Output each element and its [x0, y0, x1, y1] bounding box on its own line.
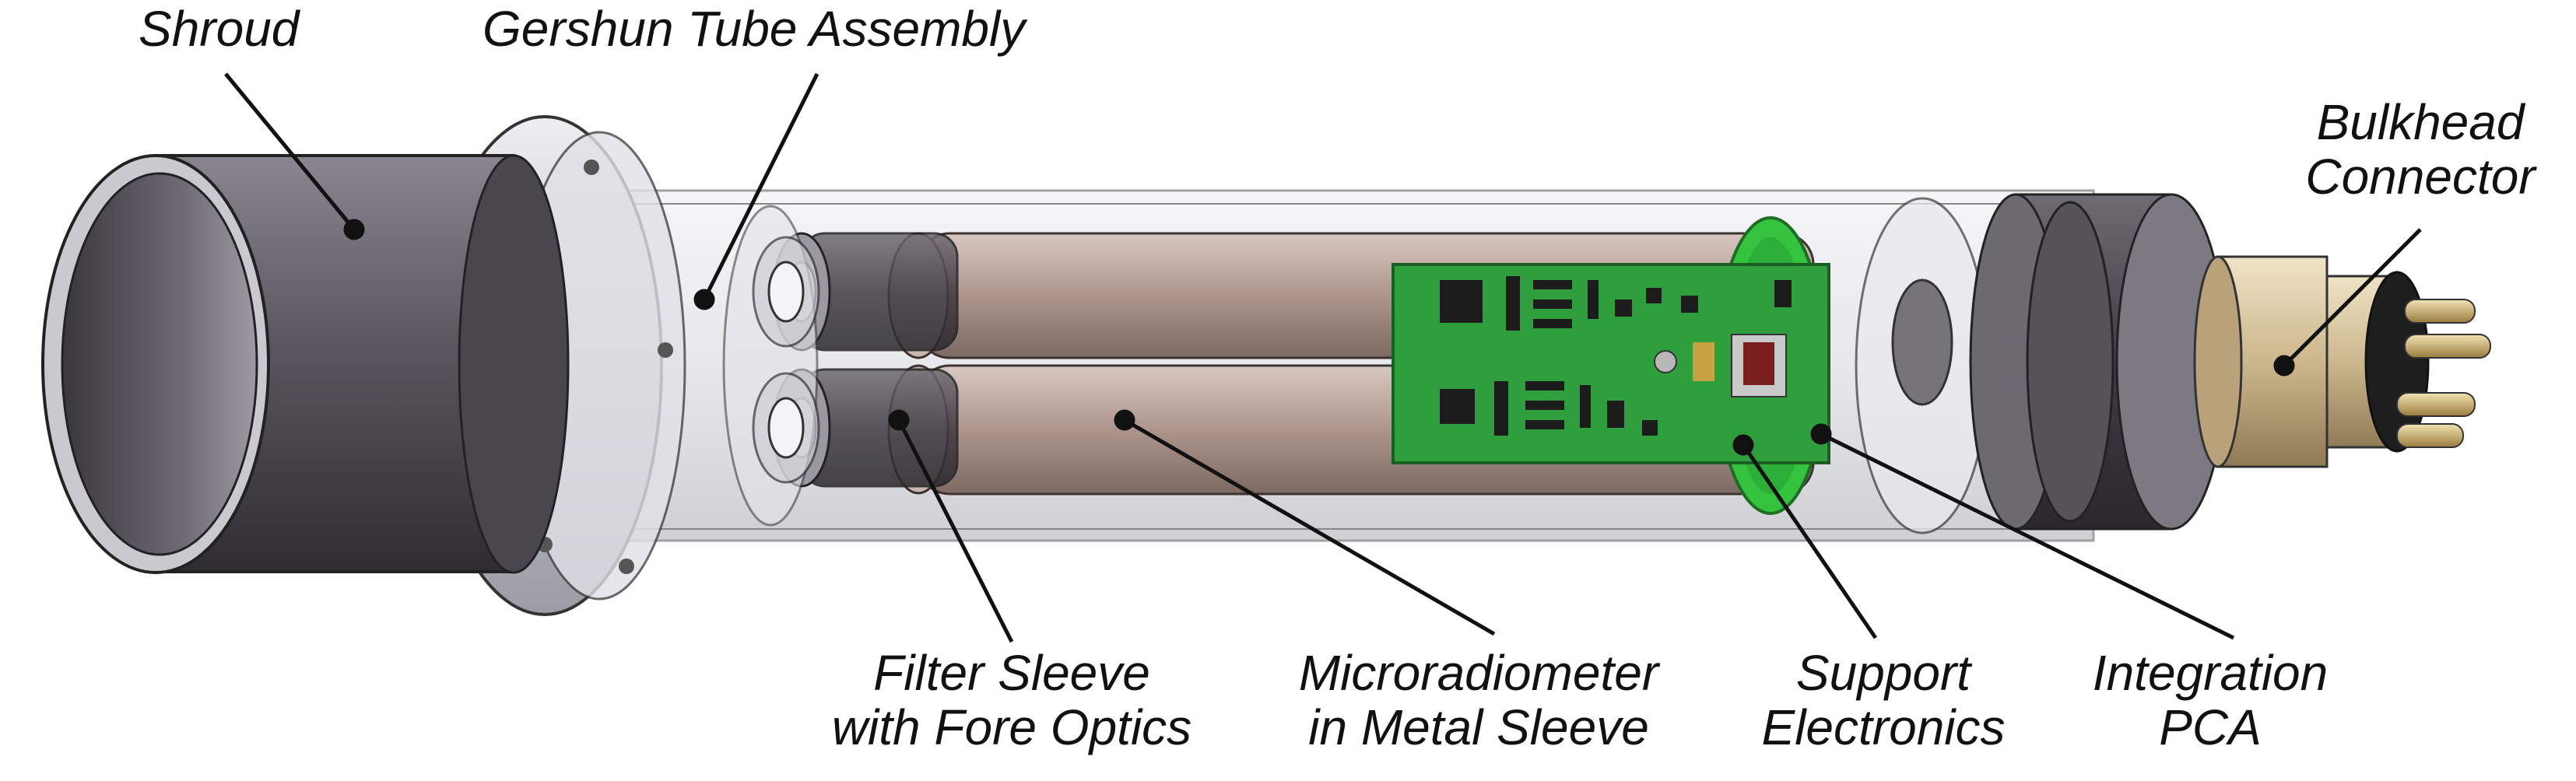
leader-line-gershun [702, 72, 819, 301]
shroud [41, 154, 570, 574]
label-gershun-text: Gershun Tube Assembly [483, 1, 1026, 57]
label-bulkhead-line2: Connector [2305, 149, 2536, 205]
label-micro-line2: in Metal Sleeve [1308, 699, 1649, 755]
gershun-tube-assembly [722, 205, 820, 527]
end-cap [1969, 193, 2227, 531]
label-bulkhead-connector: Bulkhead Connector [2280, 95, 2560, 204]
label-bulkhead-line1: Bulkhead [2316, 94, 2525, 150]
label-gershun-tube-assembly: Gershun Tube Assembly [483, 2, 1025, 56]
leader-line-bulkhead [2283, 228, 2422, 367]
label-shroud-text: Shroud [139, 1, 300, 57]
leader-dot-support [1732, 434, 1754, 456]
leader-dot-gershun [693, 289, 715, 310]
leader-line-micro [1123, 418, 1496, 636]
leader-dot-filter [888, 409, 910, 431]
leader-line-shroud [224, 72, 356, 231]
label-filter-sleeve: Filter Sleeve with Fore Optics [794, 646, 1230, 755]
label-microradiometer: Microradiometer in Metal Sleeve [1261, 646, 1697, 755]
rear-disc [1855, 197, 1990, 534]
leader-line-filter [897, 419, 1014, 643]
label-integration-line1: Integration [2092, 645, 2329, 701]
support-electronics-board [1392, 263, 1830, 464]
label-support-line1: Support [1795, 645, 1971, 701]
bulkhead-connector [2193, 255, 2491, 468]
label-micro-line1: Microradiometer [1298, 645, 1659, 701]
leader-dot-integration [1810, 423, 1832, 445]
label-filter-line1: Filter Sleeve [873, 645, 1150, 701]
label-filter-line2: with Fore Optics [831, 699, 1192, 755]
label-integration-pca: Integration PCA [2055, 646, 2366, 755]
leader-dot-bulkhead [2273, 355, 2295, 376]
label-shroud: Shroud [139, 2, 299, 56]
label-support-electronics: Support Electronics [1728, 646, 2039, 755]
leader-lines [224, 72, 2422, 643]
label-integration-line2: PCA [2159, 699, 2262, 755]
leader-line-support [1741, 443, 1878, 639]
leader-dot-shroud [343, 219, 365, 240]
label-support-line2: Electronics [1761, 699, 2006, 755]
leader-dot-micro [1114, 409, 1135, 431]
leader-line-integration [1820, 432, 2235, 640]
